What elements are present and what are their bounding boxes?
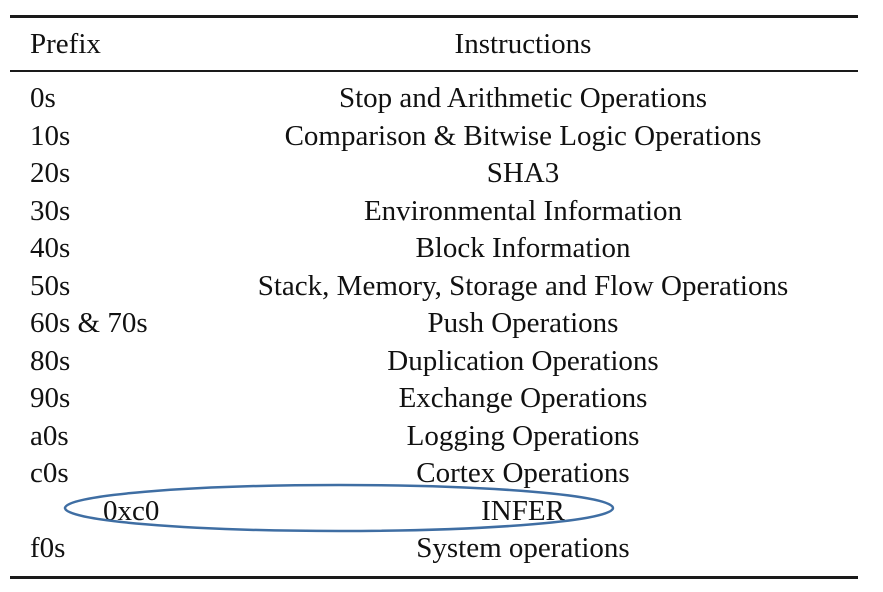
table-row: 40s Block Information — [0, 229, 883, 267]
table-row: 30s Environmental Information — [0, 192, 883, 230]
table-row: c0s Cortex Operations — [0, 454, 883, 492]
row-instructions: SHA3 — [486, 157, 560, 189]
row-instructions: Exchange Operations — [398, 382, 648, 414]
table-top-rule — [10, 15, 858, 18]
row-instructions: Comparison & Bitwise Logic Operations — [284, 119, 762, 152]
table-header-row: Prefix Instructions — [0, 18, 883, 70]
row-prefix: 40s — [30, 232, 71, 264]
row-prefix: 90s — [30, 382, 71, 414]
row-prefix: 0s — [30, 82, 56, 114]
header-prefix: Prefix — [30, 28, 101, 60]
table-row: 80s Duplication Operations — [0, 342, 883, 380]
row-prefix: a0s — [30, 419, 69, 452]
row-instructions: Push Operations — [427, 307, 619, 339]
row-instructions: INFER — [481, 494, 565, 527]
table-row: 90s Exchange Operations — [0, 379, 883, 417]
row-prefix: 50s — [30, 269, 71, 302]
table-row-highlighted: 0xc0 INFER — [0, 492, 883, 530]
row-prefix: 0xc0 — [103, 494, 160, 527]
row-instructions: Duplication Operations — [387, 344, 659, 377]
row-instructions: Cortex Operations — [416, 457, 630, 489]
row-instructions: Logging Operations — [406, 419, 640, 452]
table-row: 60s & 70s Push Operations — [0, 304, 883, 342]
row-prefix: 20s — [30, 157, 71, 189]
table-row: a0s Logging Operations — [0, 417, 883, 455]
row-prefix: 80s — [30, 344, 71, 377]
row-prefix: 10s — [30, 119, 71, 152]
row-prefix: f0s — [30, 532, 66, 564]
table-row: 0s Stop and Arithmetic Operations — [0, 79, 883, 117]
row-instructions: Environmental Information — [363, 194, 683, 227]
row-instructions: Block Information — [415, 232, 631, 264]
row-instructions: System operations — [416, 532, 630, 564]
table-row: f0s System operations — [0, 529, 883, 567]
header-instructions: Instructions — [454, 28, 592, 60]
row-prefix: 60s & 70s — [30, 307, 148, 339]
table-row: 50s Stack, Memory, Storage and Flow Oper… — [0, 267, 883, 305]
table-header-rule — [10, 70, 858, 72]
row-instructions: Stop and Arithmetic Operations — [338, 82, 708, 114]
row-prefix: 30s — [30, 194, 71, 227]
table-row: 20s SHA3 — [0, 154, 883, 192]
table-body: 0s Stop and Arithmetic Operations 10s Co… — [0, 79, 883, 567]
row-instructions: Stack, Memory, Storage and Flow Operatio… — [257, 269, 789, 302]
table-bottom-rule — [10, 576, 858, 579]
table-row: 10s Comparison & Bitwise Logic Operation… — [0, 117, 883, 155]
row-prefix: c0s — [30, 457, 69, 489]
